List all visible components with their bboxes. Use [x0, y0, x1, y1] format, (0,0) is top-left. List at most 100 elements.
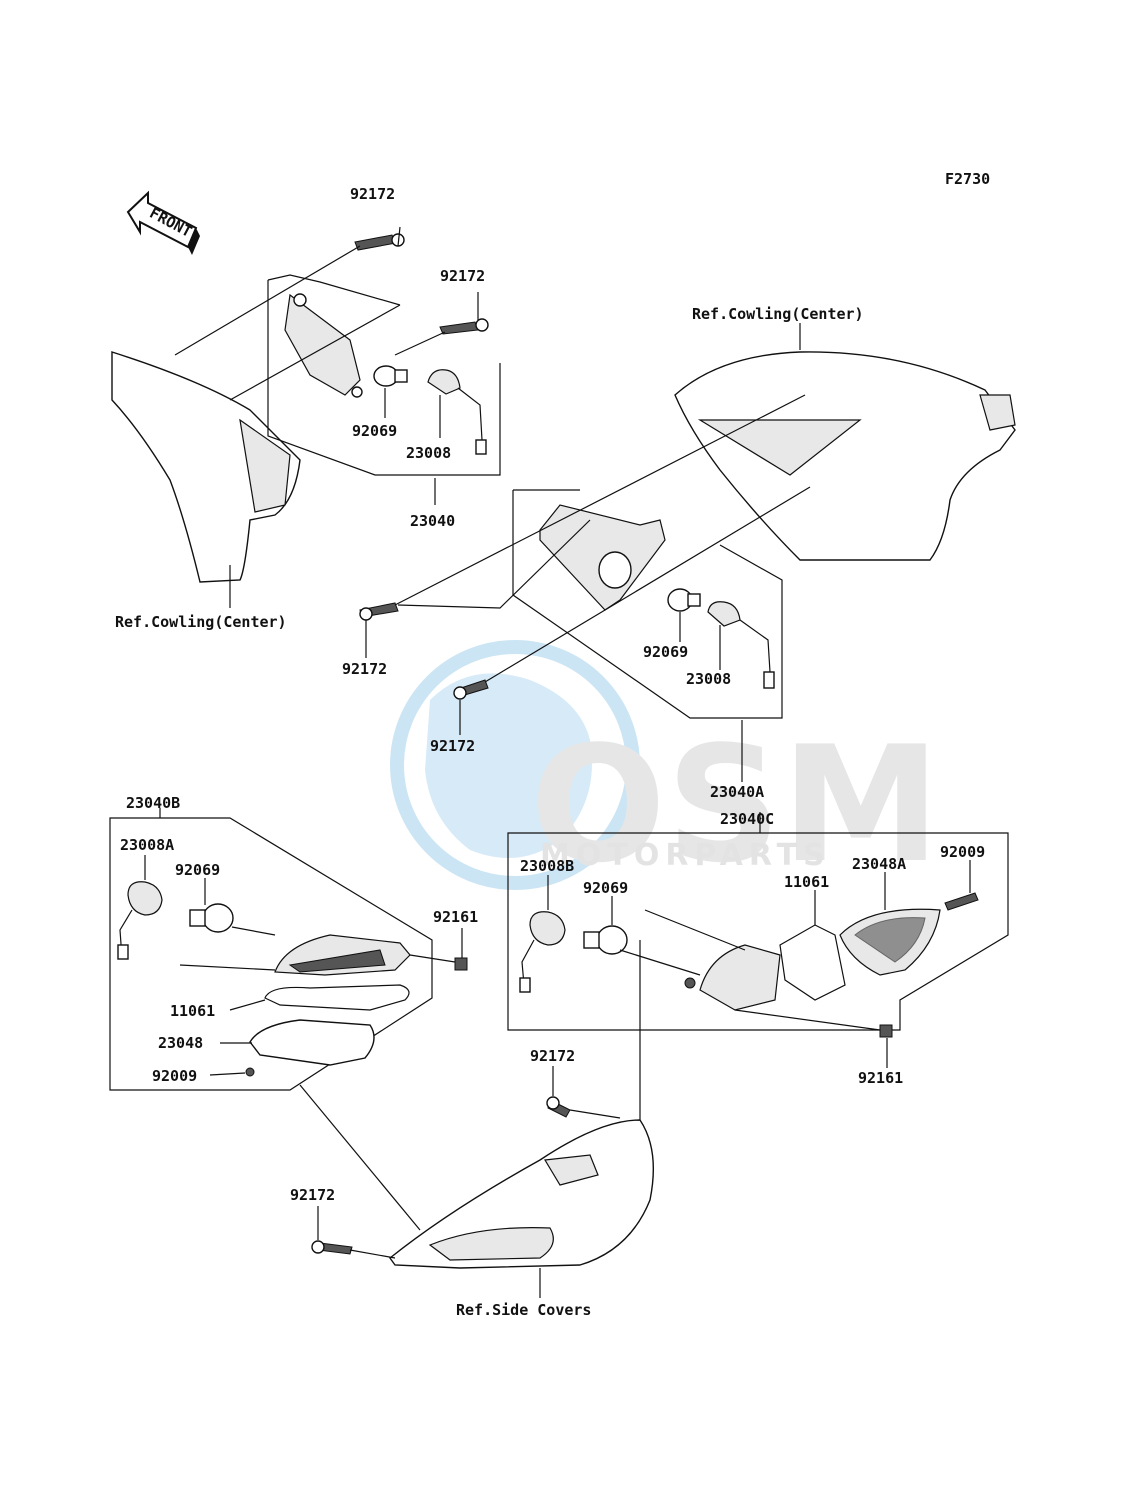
part-23008A[interactable]: 23008A — [120, 836, 174, 854]
part-11061-a[interactable]: 11061 — [170, 1002, 215, 1020]
watermark-ring — [390, 640, 640, 890]
part-92172-f[interactable]: 92172 — [290, 1186, 335, 1204]
screw-head-icon — [546, 1096, 560, 1110]
gasket-11061-icon — [264, 984, 410, 1011]
guide-line — [394, 394, 806, 606]
guide-line — [349, 1249, 396, 1259]
part-23008-a[interactable]: 23008 — [406, 444, 451, 462]
part-92009-b[interactable]: 92009 — [940, 843, 985, 861]
socket-23008-icon — [707, 601, 741, 627]
part-23040B[interactable]: 23040B — [126, 794, 180, 812]
lens-23048-icon — [249, 1019, 375, 1066]
bracket-ring — [598, 551, 632, 589]
bulb-base-icon — [583, 931, 600, 949]
guide-line — [734, 1009, 881, 1031]
connector-icon — [475, 439, 487, 455]
part-92172-c[interactable]: 92172 — [342, 660, 387, 678]
guide-line — [174, 245, 361, 356]
part-23008-b[interactable]: 23008 — [686, 670, 731, 688]
figure-code: F2730 — [945, 170, 990, 188]
ref-cowling-center-right[interactable]: Ref.Cowling(Center) — [692, 305, 864, 323]
part-92069-a[interactable]: 92069 — [352, 422, 397, 440]
connector-icon — [117, 944, 129, 960]
clip-92161-icon — [879, 1024, 893, 1038]
bracket-box-23040 — [267, 280, 501, 476]
guide-line — [409, 954, 456, 963]
part-23008B[interactable]: 23008B — [520, 857, 574, 875]
signal-housing-23040C — [699, 944, 781, 1011]
part-92172-d[interactable]: 92172 — [430, 737, 475, 755]
socket-wire — [739, 619, 771, 673]
clip-92161-icon — [454, 957, 468, 971]
assembly-23040A — [359, 323, 1016, 782]
bulb-92069-icon — [596, 925, 628, 955]
connector-icon — [763, 671, 775, 689]
bracket-box-23040C — [507, 832, 1009, 1031]
bracket-hole — [293, 293, 307, 307]
guide-line — [484, 486, 811, 683]
socket-wire — [457, 387, 483, 441]
side-cover-tab — [544, 1154, 599, 1186]
watermark-globe-icon — [425, 673, 592, 858]
guide-line — [644, 909, 746, 951]
guide-line — [231, 926, 276, 936]
screw-head-icon — [359, 607, 373, 621]
lens-grid — [854, 917, 926, 963]
screw-head-icon — [311, 1240, 325, 1254]
ref-cowling-center-left[interactable]: Ref.Cowling(Center) — [115, 613, 287, 631]
part-92172-b[interactable]: 92172 — [440, 267, 485, 285]
part-92069-c[interactable]: 92069 — [175, 861, 220, 879]
part-92069-d[interactable]: 92069 — [583, 879, 628, 897]
bracket-hole — [351, 386, 363, 398]
assembly-23040B — [109, 808, 468, 1091]
cowling-left-bracket — [239, 418, 291, 513]
cowling-left-shape — [111, 351, 301, 583]
screw-92172-icon — [439, 321, 479, 335]
bracket-box-23040B — [109, 817, 433, 1091]
gasket-11061-icon — [779, 924, 846, 1001]
part-23040A[interactable]: 23040A — [710, 783, 764, 801]
assembly-23040C — [507, 812, 1009, 1130]
part-23040[interactable]: 23040 — [410, 512, 455, 530]
connector-icon — [519, 977, 531, 993]
side-cover-group — [299, 1066, 654, 1298]
socket-23008A-icon — [127, 881, 163, 916]
part-92172-a[interactable]: 92172 — [350, 185, 395, 203]
leader-92009-a — [209, 1072, 246, 1076]
ref-side-covers[interactable]: Ref.Side Covers — [456, 1301, 591, 1319]
watermark-brand: OSM — [530, 711, 940, 898]
screw-head-icon — [475, 318, 489, 332]
part-92161-b[interactable]: 92161 — [858, 1069, 903, 1087]
part-23048A[interactable]: 23048A — [852, 855, 906, 873]
part-92172-e[interactable]: 92172 — [530, 1047, 575, 1065]
leader-11061-a — [229, 999, 266, 1011]
part-92161-a[interactable]: 92161 — [433, 908, 478, 926]
guide-line — [179, 964, 276, 971]
signal-bracket-23040 — [284, 293, 361, 396]
cowling-tab — [979, 394, 1016, 431]
signal-bracket-23040A — [539, 504, 666, 611]
part-92069-b[interactable]: 92069 — [643, 643, 688, 661]
socket-23008-icon — [427, 369, 461, 395]
socket-23008B-icon — [529, 911, 566, 946]
side-cover-vent — [428, 1227, 554, 1261]
bracket-box-23040A — [512, 490, 783, 719]
screw-92009-icon — [944, 892, 979, 911]
bulb-base-icon — [189, 909, 206, 927]
screw-head-icon — [453, 686, 467, 700]
assembly-23040 — [111, 226, 501, 608]
bracket-box-top — [267, 274, 401, 306]
osm-watermark: OSM MOTORPARTS — [390, 640, 940, 898]
part-92009-a[interactable]: 92009 — [152, 1067, 197, 1085]
bulb-92069-icon — [202, 903, 234, 933]
guide-line — [299, 1084, 421, 1231]
guide-line — [619, 949, 701, 976]
part-23048[interactable]: 23048 — [158, 1034, 203, 1052]
part-11061-b[interactable]: 11061 — [784, 873, 829, 891]
bulb-base-icon — [687, 593, 701, 607]
guide-line — [569, 1109, 621, 1119]
part-23040C[interactable]: 23040C — [720, 810, 774, 828]
guide-line — [394, 331, 446, 356]
